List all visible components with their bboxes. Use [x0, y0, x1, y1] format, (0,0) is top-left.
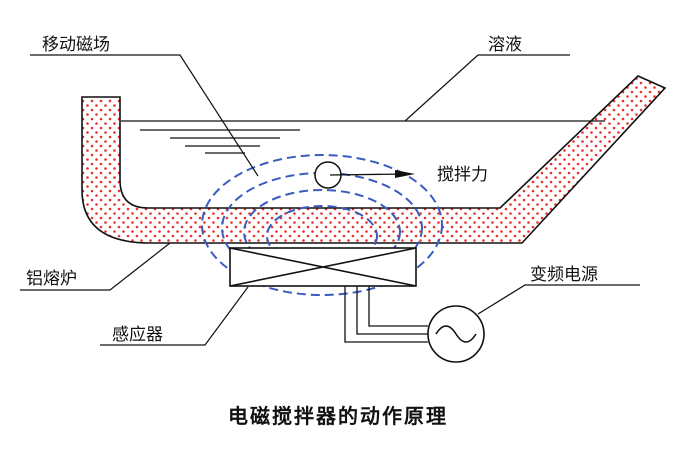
- leader-lines: [20, 54, 640, 346]
- inductor-coil: [229, 247, 417, 287]
- label-moving-field: 移动磁场: [42, 35, 110, 55]
- label-furnace: 铝熔炉: [26, 269, 77, 289]
- label-inductor: 感应器: [112, 325, 163, 345]
- label-stirring-force: 搅拌力: [437, 165, 488, 185]
- liquid-hatching: [140, 129, 300, 154]
- diagram-caption: 电磁搅拌器的动作原理: [228, 404, 448, 428]
- arrow-head-icon: [395, 170, 415, 178]
- label-solution: 溶液: [488, 35, 522, 55]
- label-vfd-power: 变频电源: [530, 265, 598, 285]
- power-wires: [344, 286, 428, 343]
- aluminum-furnace-wall: [81, 75, 667, 244]
- sine-wave-icon: [435, 325, 477, 343]
